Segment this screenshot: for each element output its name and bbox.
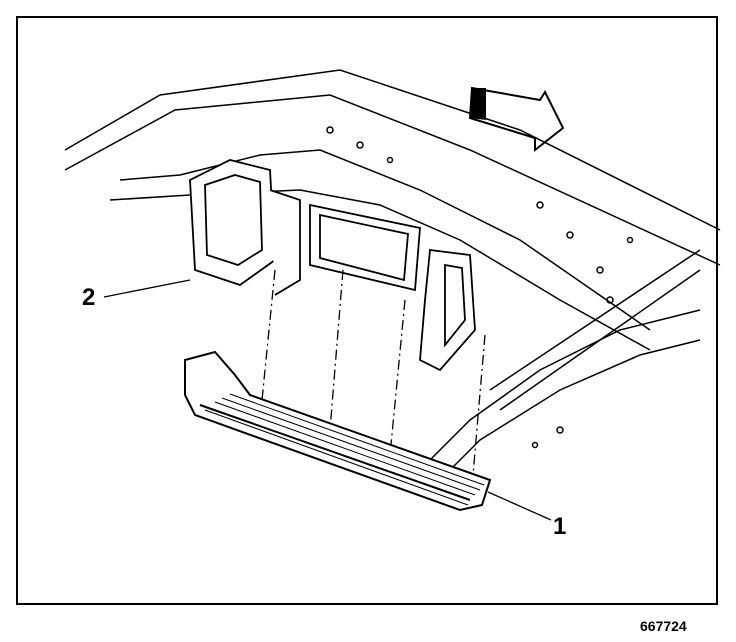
figure-number: 667724	[640, 618, 687, 634]
leader-line-2	[103, 279, 191, 298]
callout-label-1: 1	[553, 513, 567, 540]
forward-direction-arrow	[468, 86, 565, 153]
leader-line-1	[487, 491, 552, 521]
alignment-lines	[261, 269, 486, 476]
rear-bracket	[419, 248, 476, 372]
vehicle-frame	[64, 69, 721, 491]
figure-frame	[16, 16, 718, 605]
bracket-assembly	[189, 159, 301, 296]
center-bracket-plate	[309, 203, 421, 292]
callout-label-2: 2	[82, 284, 96, 311]
running-board	[184, 350, 492, 512]
